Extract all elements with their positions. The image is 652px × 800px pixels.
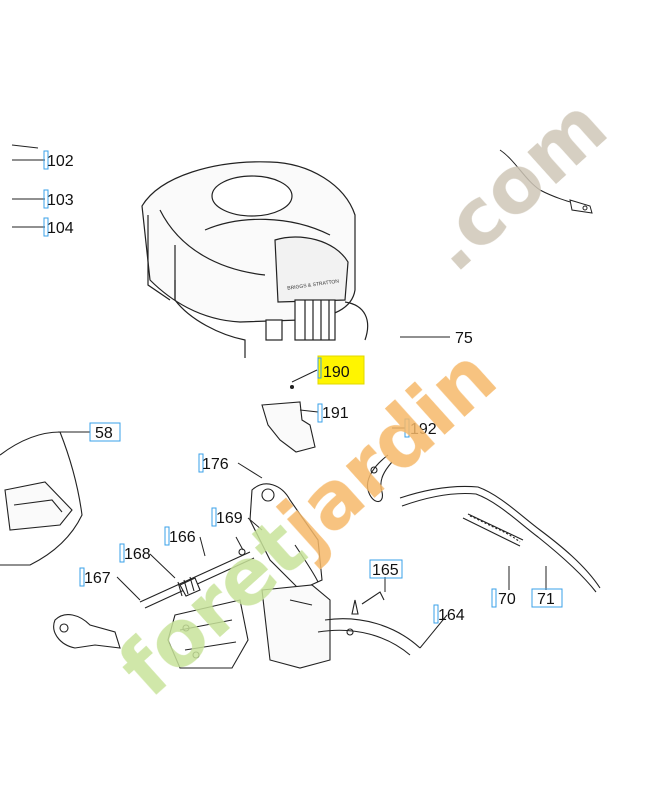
label-104-text: 104	[47, 220, 74, 237]
label-103-text: 103	[47, 192, 74, 209]
label-71: 71	[531, 588, 563, 608]
label-102: 102	[43, 150, 74, 170]
label-164-text: 164	[438, 607, 465, 624]
label-70: 70	[491, 588, 516, 608]
label-190-highlighted: 190	[317, 355, 365, 385]
label-176: 176	[198, 453, 229, 473]
label-104: 104	[43, 217, 74, 237]
callout-labels: 102 103 104 75 190 191 192	[43, 150, 563, 624]
label-192: 192	[404, 418, 437, 438]
lower-assembly-drawing	[53, 483, 421, 669]
watermark-part-com: .com	[407, 81, 624, 289]
label-166-text: 166	[169, 529, 196, 546]
label-75-text: 75	[455, 330, 473, 347]
bracket-191-drawing	[261, 384, 316, 453]
label-169-text: 169	[216, 510, 243, 527]
label-102-text: 102	[47, 153, 74, 170]
handle-bar-drawing	[399, 485, 601, 593]
label-70-text: 70	[498, 591, 516, 608]
label-165-text: 165	[372, 562, 399, 579]
label-168: 168	[119, 543, 151, 563]
label-168-text: 168	[124, 546, 151, 563]
label-169: 169	[211, 507, 243, 527]
label-103: 103	[43, 189, 74, 209]
label-191: 191	[317, 403, 349, 423]
label-164: 164	[433, 604, 465, 624]
label-75: 75	[455, 330, 473, 347]
label-167-text: 167	[84, 570, 111, 587]
throttle-cable-drawing	[499, 149, 593, 214]
label-190-text: 190	[323, 364, 350, 381]
label-191-text: 191	[322, 405, 349, 422]
label-58-text: 58	[95, 425, 113, 442]
label-166: 166	[164, 526, 196, 546]
engine-drawing	[141, 161, 369, 358]
label-58: 58	[89, 422, 121, 442]
label-176-text: 176	[202, 456, 229, 473]
label-192-text: 192	[410, 421, 437, 438]
clip-192-drawing	[366, 454, 393, 503]
grass-bag-drawing	[0, 431, 83, 566]
label-71-text: 71	[537, 591, 555, 608]
label-165: 165	[369, 559, 403, 579]
leader-lines	[11, 144, 547, 649]
label-167: 167	[79, 567, 111, 587]
